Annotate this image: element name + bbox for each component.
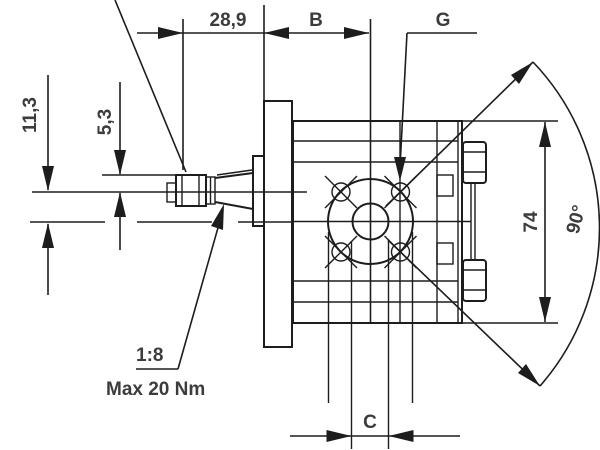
g-leader-line	[399, 32, 408, 168]
callout-G: G	[394, 10, 477, 181]
taper-leader-line	[177, 209, 224, 370]
arrowhead	[42, 166, 54, 191]
shaft-nut	[175, 174, 207, 207]
dimension-5-3: 5,3	[95, 82, 126, 250]
arrowhead	[114, 192, 126, 217]
dimension-28-9-and-B: 28,9 B	[137, 5, 369, 170]
pump-body	[292, 120, 471, 324]
port-thread-label: G	[436, 10, 451, 31]
callout-taper-torque: 1:8 Max 20 Nm	[106, 0, 224, 400]
shaft-assembly	[166, 169, 254, 210]
arrowhead	[114, 150, 126, 175]
dim-label-5-3: 5,3	[95, 109, 116, 135]
port-hole-bottom-left	[324, 235, 358, 269]
arrowhead	[511, 62, 533, 84]
reference-lines	[30, 19, 414, 449]
flange-boss	[252, 155, 265, 227]
arrowhead	[42, 223, 54, 248]
dim-label-C: C	[363, 412, 377, 433]
flange-plate	[263, 100, 293, 348]
arrowhead	[539, 122, 551, 147]
rear-bolt-top	[462, 141, 487, 184]
arrowhead	[158, 27, 183, 39]
arrowhead	[388, 430, 414, 442]
arrowhead	[518, 364, 540, 386]
port-hole-top-left	[324, 175, 358, 209]
taper-ratio-label: 1:8	[136, 345, 163, 366]
mounting-flange	[252, 100, 293, 348]
dimension-74: 74	[462, 120, 558, 324]
arrowhead	[394, 157, 406, 181]
dimension-90-degrees: 90°	[385, 61, 600, 387]
max-torque-label: Max 20 Nm	[106, 379, 205, 400]
arrowhead	[211, 204, 224, 230]
dimension-C: C	[290, 412, 460, 442]
taper-bottom-edge	[214, 201, 254, 210]
arrowhead	[344, 27, 369, 39]
dimension-11-3: 11,3	[20, 75, 54, 295]
arrowhead	[539, 297, 551, 322]
detail-leader-line	[114, 0, 187, 173]
arrowhead	[264, 27, 289, 39]
dim-label-B: B	[309, 10, 323, 31]
arrowhead	[326, 430, 352, 442]
angle-arc	[532, 61, 600, 387]
dim-label-90: 90°	[563, 203, 591, 236]
taper-top-edge	[214, 172, 254, 179]
rear-bolt-bottom	[462, 259, 487, 302]
angle-line-lower	[387, 239, 541, 387]
dim-label-28-9: 28,9	[210, 10, 247, 31]
angle-line-upper	[385, 61, 534, 207]
dim-label-74: 74	[521, 211, 542, 233]
dim-label-11-3: 11,3	[20, 97, 41, 133]
rear-cover	[462, 141, 487, 302]
key-line	[216, 169, 253, 176]
